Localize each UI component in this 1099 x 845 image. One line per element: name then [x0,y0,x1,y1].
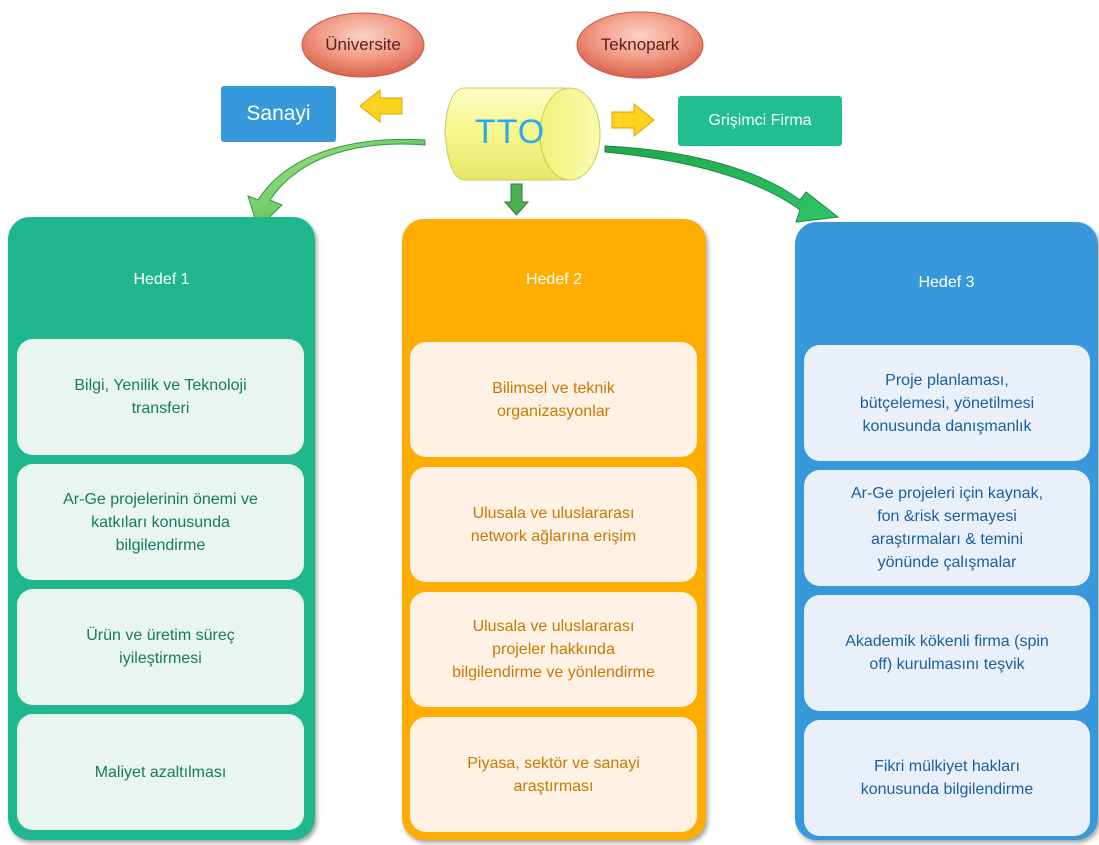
hedef-3-panel: Hedef 3 Proje planlaması,bütçelemesi, yö… [795,222,1098,840]
teknopark-label: Teknopark [600,35,680,54]
tto-cylinder [444,87,601,181]
hedef-1-title: Hedef 1 [133,271,190,288]
curved-arrow-right-icon [604,145,840,223]
curved-arrow-left-icon [247,138,426,229]
hedef-3-item: Proje planlaması,bütçelemesi, yönetilmes… [804,345,1090,461]
arrow-left-icon [359,88,403,124]
universite-ellipse [301,12,425,78]
hedef-3-title: Hedef 3 [918,274,975,291]
arrow-right-icon [611,102,655,138]
tto-label: TTO [474,113,546,151]
hedef-3-item: Ar-Ge projeleri için kaynak,fon &risk se… [804,470,1090,586]
universite-label: Üniversite [325,35,401,54]
hedef-1-item: Maliyet azaltılması [17,714,304,830]
girisimci-firma-box: Grişimci Firma [678,96,842,146]
sanayi-box: Sanayi [221,86,336,142]
hedef-2-title: Hedef 2 [525,271,583,288]
teknopark-ellipse [576,11,704,79]
arrow-down-icon [503,183,530,216]
